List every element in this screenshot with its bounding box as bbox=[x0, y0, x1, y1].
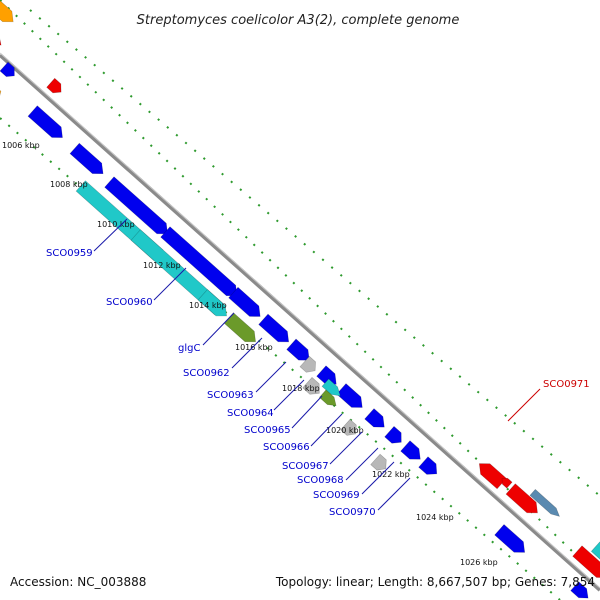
gene-arrow[interactable] bbox=[0, 26, 2, 46]
gene-label-sco0960[interactable]: SCO0960 bbox=[106, 297, 153, 308]
gene-arrow-hypothetical[interactable] bbox=[370, 453, 387, 471]
gene-label-sco0969[interactable]: SCO0969 bbox=[313, 490, 360, 501]
kbp-tick-labels: 1006 kbp 1008 kbp 1010 kbp 1012 kbp 1014… bbox=[2, 141, 498, 567]
kbp-label: 1006 kbp bbox=[2, 141, 40, 150]
kbp-label: 1014 kbp bbox=[189, 301, 227, 310]
kbp-label: 1010 kbp bbox=[97, 220, 135, 229]
gene-arrow-sco0971[interactable] bbox=[478, 463, 507, 490]
gene-label-sco0962[interactable]: SCO0962 bbox=[183, 368, 230, 379]
gene-arrow-sco0970[interactable] bbox=[494, 524, 526, 553]
gene-label-sco0963[interactable]: SCO0963 bbox=[207, 390, 254, 401]
gene-arrow[interactable] bbox=[529, 488, 561, 517]
kbp-label: 1012 kbp bbox=[143, 261, 181, 270]
gene-arrow[interactable] bbox=[501, 477, 513, 489]
gene-arrow[interactable] bbox=[104, 176, 168, 235]
leader-line bbox=[273, 379, 305, 411]
gene-label-sco0967[interactable]: SCO0967 bbox=[282, 461, 329, 472]
gene-arrow[interactable] bbox=[197, 289, 227, 317]
gene-arrow-sco0965[interactable] bbox=[336, 383, 363, 408]
kbp-label: 1020 kbp bbox=[326, 426, 364, 435]
leader-line-sco0971 bbox=[507, 388, 541, 422]
kbp-label: 1026 kbp bbox=[460, 558, 498, 567]
leader-line bbox=[93, 218, 128, 252]
gene-arrow-hypothetical[interactable] bbox=[299, 355, 316, 373]
gene-label-sco0968[interactable]: SCO0968 bbox=[297, 475, 344, 486]
leader-line bbox=[231, 337, 263, 369]
gene-arrow-sco0964[interactable] bbox=[286, 338, 310, 361]
gene-arrow-sco0963[interactable] bbox=[223, 312, 256, 343]
gene-arrow[interactable] bbox=[321, 378, 341, 397]
gene-label-sco0965[interactable]: SCO0965 bbox=[244, 425, 291, 436]
gene-arrow[interactable] bbox=[570, 581, 589, 599]
gene-arrow-sco0967[interactable] bbox=[400, 440, 421, 460]
gene-arrow[interactable] bbox=[228, 286, 261, 317]
genome-backbone-highlight bbox=[0, 52, 600, 589]
gene-arrow-hypothetical[interactable] bbox=[340, 418, 357, 436]
genome-backbone bbox=[0, 53, 600, 592]
gene-arrow[interactable] bbox=[46, 77, 62, 94]
leader-line bbox=[255, 361, 287, 393]
kbp-label: 1024 kbp bbox=[416, 513, 454, 522]
genome-summary-text: Topology: linear; Length: 8,667,507 bp; … bbox=[275, 575, 595, 589]
gene-label-sco0964[interactable]: SCO0964 bbox=[227, 408, 274, 419]
leader-line bbox=[310, 413, 343, 447]
gene-arrow[interactable] bbox=[69, 142, 104, 175]
gene-arrow-sco0962[interactable] bbox=[258, 313, 290, 343]
gene-arrow[interactable] bbox=[0, 0, 14, 23]
accession-text: Accession: NC_003888 bbox=[10, 575, 146, 589]
gene-label-sco0971[interactable]: SCO0971 bbox=[543, 379, 590, 390]
gene-arrow-hypothetical[interactable] bbox=[302, 376, 320, 395]
gene-arrow-sco0966[interactable] bbox=[364, 408, 385, 428]
kbp-label: 1016 kbp bbox=[235, 343, 273, 352]
leader-line bbox=[291, 395, 323, 429]
gene-label-sco0970[interactable]: SCO0970 bbox=[329, 507, 376, 518]
gene-arrow[interactable] bbox=[27, 105, 63, 138]
leader-line bbox=[345, 447, 379, 481]
gene-label-sco0959[interactable]: SCO0959 bbox=[46, 248, 93, 259]
genome-title: Streptomyces coelicolor A3(2), complete … bbox=[137, 13, 460, 28]
gene-label-sco0966[interactable]: SCO0966 bbox=[263, 442, 310, 453]
gene-arrow[interactable] bbox=[384, 425, 402, 444]
gene-label-glgc[interactable]: glgC bbox=[178, 343, 200, 354]
leader-line bbox=[153, 267, 187, 301]
gene-arrow[interactable] bbox=[572, 545, 600, 578]
leader-line bbox=[377, 477, 411, 511]
gene-arrow-sco0968[interactable] bbox=[418, 456, 438, 475]
gene-leader-lines bbox=[93, 218, 411, 511]
gene-arrow[interactable] bbox=[0, 88, 2, 100]
kbp-label: 1022 kbp bbox=[372, 470, 410, 479]
dotted-guide-far bbox=[29, 9, 600, 497]
gene-arrow[interactable] bbox=[505, 483, 538, 514]
gene-arrow[interactable] bbox=[590, 541, 600, 566]
gene-arrow-sco0969[interactable] bbox=[318, 389, 337, 406]
kbp-label: 1018 kbp bbox=[282, 384, 320, 393]
kbp-label: 1008 kbp bbox=[50, 180, 88, 189]
leader-line bbox=[202, 312, 235, 346]
gene-arrow[interactable] bbox=[0, 61, 15, 77]
leader-line bbox=[329, 431, 363, 465]
leader-line bbox=[361, 461, 395, 495]
gene-labels: SCO0959 SCO0960 glgC SCO0962 SCO0963 SCO… bbox=[46, 248, 590, 518]
